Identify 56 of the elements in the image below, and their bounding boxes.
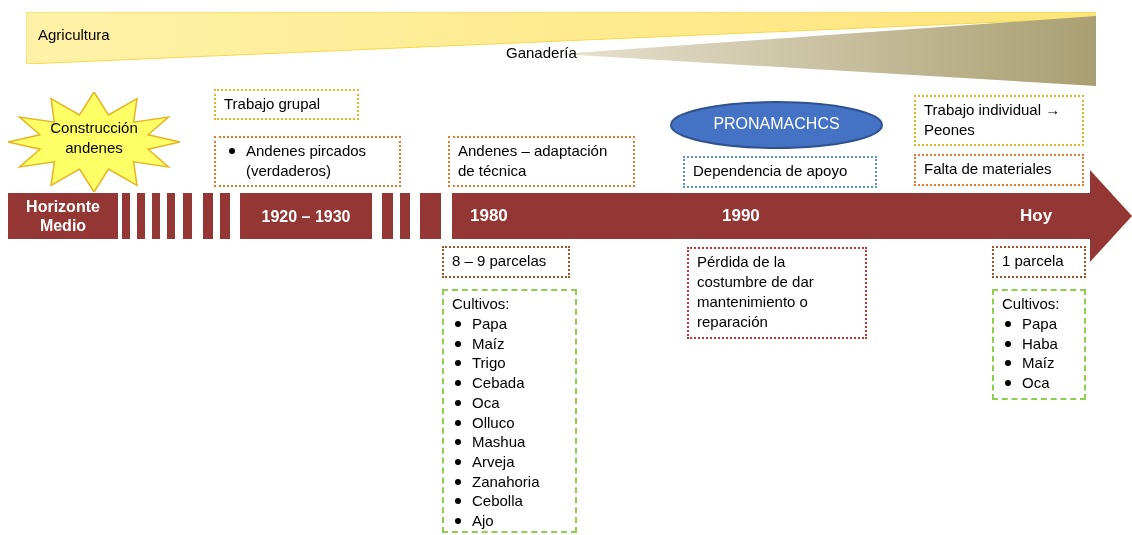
list-item: Oca bbox=[1022, 374, 1050, 392]
timeline-segment bbox=[420, 193, 441, 239]
year-label: 1990 bbox=[722, 206, 760, 226]
timeline-segment bbox=[122, 193, 130, 239]
list-item: Arveja bbox=[472, 452, 515, 470]
list-item: Ajo bbox=[472, 512, 494, 530]
timeline-segment: 1920 – 1930 bbox=[240, 193, 372, 239]
list-item: Mashua bbox=[472, 433, 526, 451]
note-text: 8 – 9 parcelas bbox=[452, 251, 548, 271]
year-label: Hoy bbox=[1020, 206, 1053, 226]
note-box bbox=[687, 247, 867, 339]
note-box bbox=[448, 136, 635, 187]
ellipse-label: PRONAMACHCS bbox=[712, 115, 841, 133]
timeline-segment bbox=[400, 193, 410, 239]
band-label: Agricultura bbox=[38, 26, 110, 43]
list-item: Andenes pircados (verdaderos) bbox=[246, 142, 367, 179]
list-item: Olluco bbox=[472, 413, 515, 431]
timeline-segment bbox=[203, 193, 213, 239]
note-box bbox=[214, 136, 401, 187]
band-label: Ganadería bbox=[506, 44, 577, 61]
note-text: Pérdida de la costumbre de dar mantenimiento o reparación bbox=[697, 252, 815, 332]
note-text: Dependencia de apoyo bbox=[693, 161, 849, 181]
year-label: 1980 bbox=[470, 206, 508, 226]
note-box bbox=[442, 246, 570, 278]
timeline-segment: Horizonte Medio bbox=[8, 193, 118, 239]
list-item: Papa bbox=[1022, 315, 1058, 332]
note-text: Andenes – adaptación de técnica bbox=[458, 141, 609, 181]
list-item: Papa bbox=[472, 315, 508, 332]
list-item: Maíz bbox=[1022, 354, 1055, 372]
note-box bbox=[683, 156, 877, 188]
note-text: Trabajo grupal bbox=[224, 94, 322, 114]
timeline-segment bbox=[152, 193, 160, 239]
list-item: Trigo bbox=[472, 354, 506, 372]
list-item: Oca bbox=[472, 393, 500, 411]
timeline-segment bbox=[183, 193, 192, 239]
timeline-segment bbox=[137, 193, 145, 239]
timeline-segment bbox=[167, 193, 175, 239]
note-box bbox=[992, 246, 1086, 278]
timeline-segment bbox=[220, 193, 230, 239]
note-box bbox=[914, 154, 1084, 186]
shape-label: Construcción andenes bbox=[49, 118, 139, 158]
list-item: Zanahoria bbox=[472, 472, 540, 490]
list-heading: Cultivos: bbox=[1002, 294, 1061, 314]
note-text: 1 parcela bbox=[1002, 251, 1065, 271]
note-box bbox=[914, 95, 1084, 146]
note-text: Falta de materiales bbox=[924, 159, 1053, 179]
crop-list-box bbox=[992, 289, 1086, 400]
list-item: Cebolla bbox=[472, 492, 523, 510]
crop-list-box bbox=[442, 289, 577, 533]
timeline-segment bbox=[382, 193, 393, 239]
list-heading: Cultivos: bbox=[452, 294, 511, 314]
list-item: Haba bbox=[1022, 334, 1058, 352]
list-item: Cebada bbox=[472, 374, 525, 392]
list-item: Maíz bbox=[472, 334, 505, 352]
note-text: Trabajo individual → Peones bbox=[924, 100, 1062, 140]
note-box bbox=[214, 89, 359, 120]
